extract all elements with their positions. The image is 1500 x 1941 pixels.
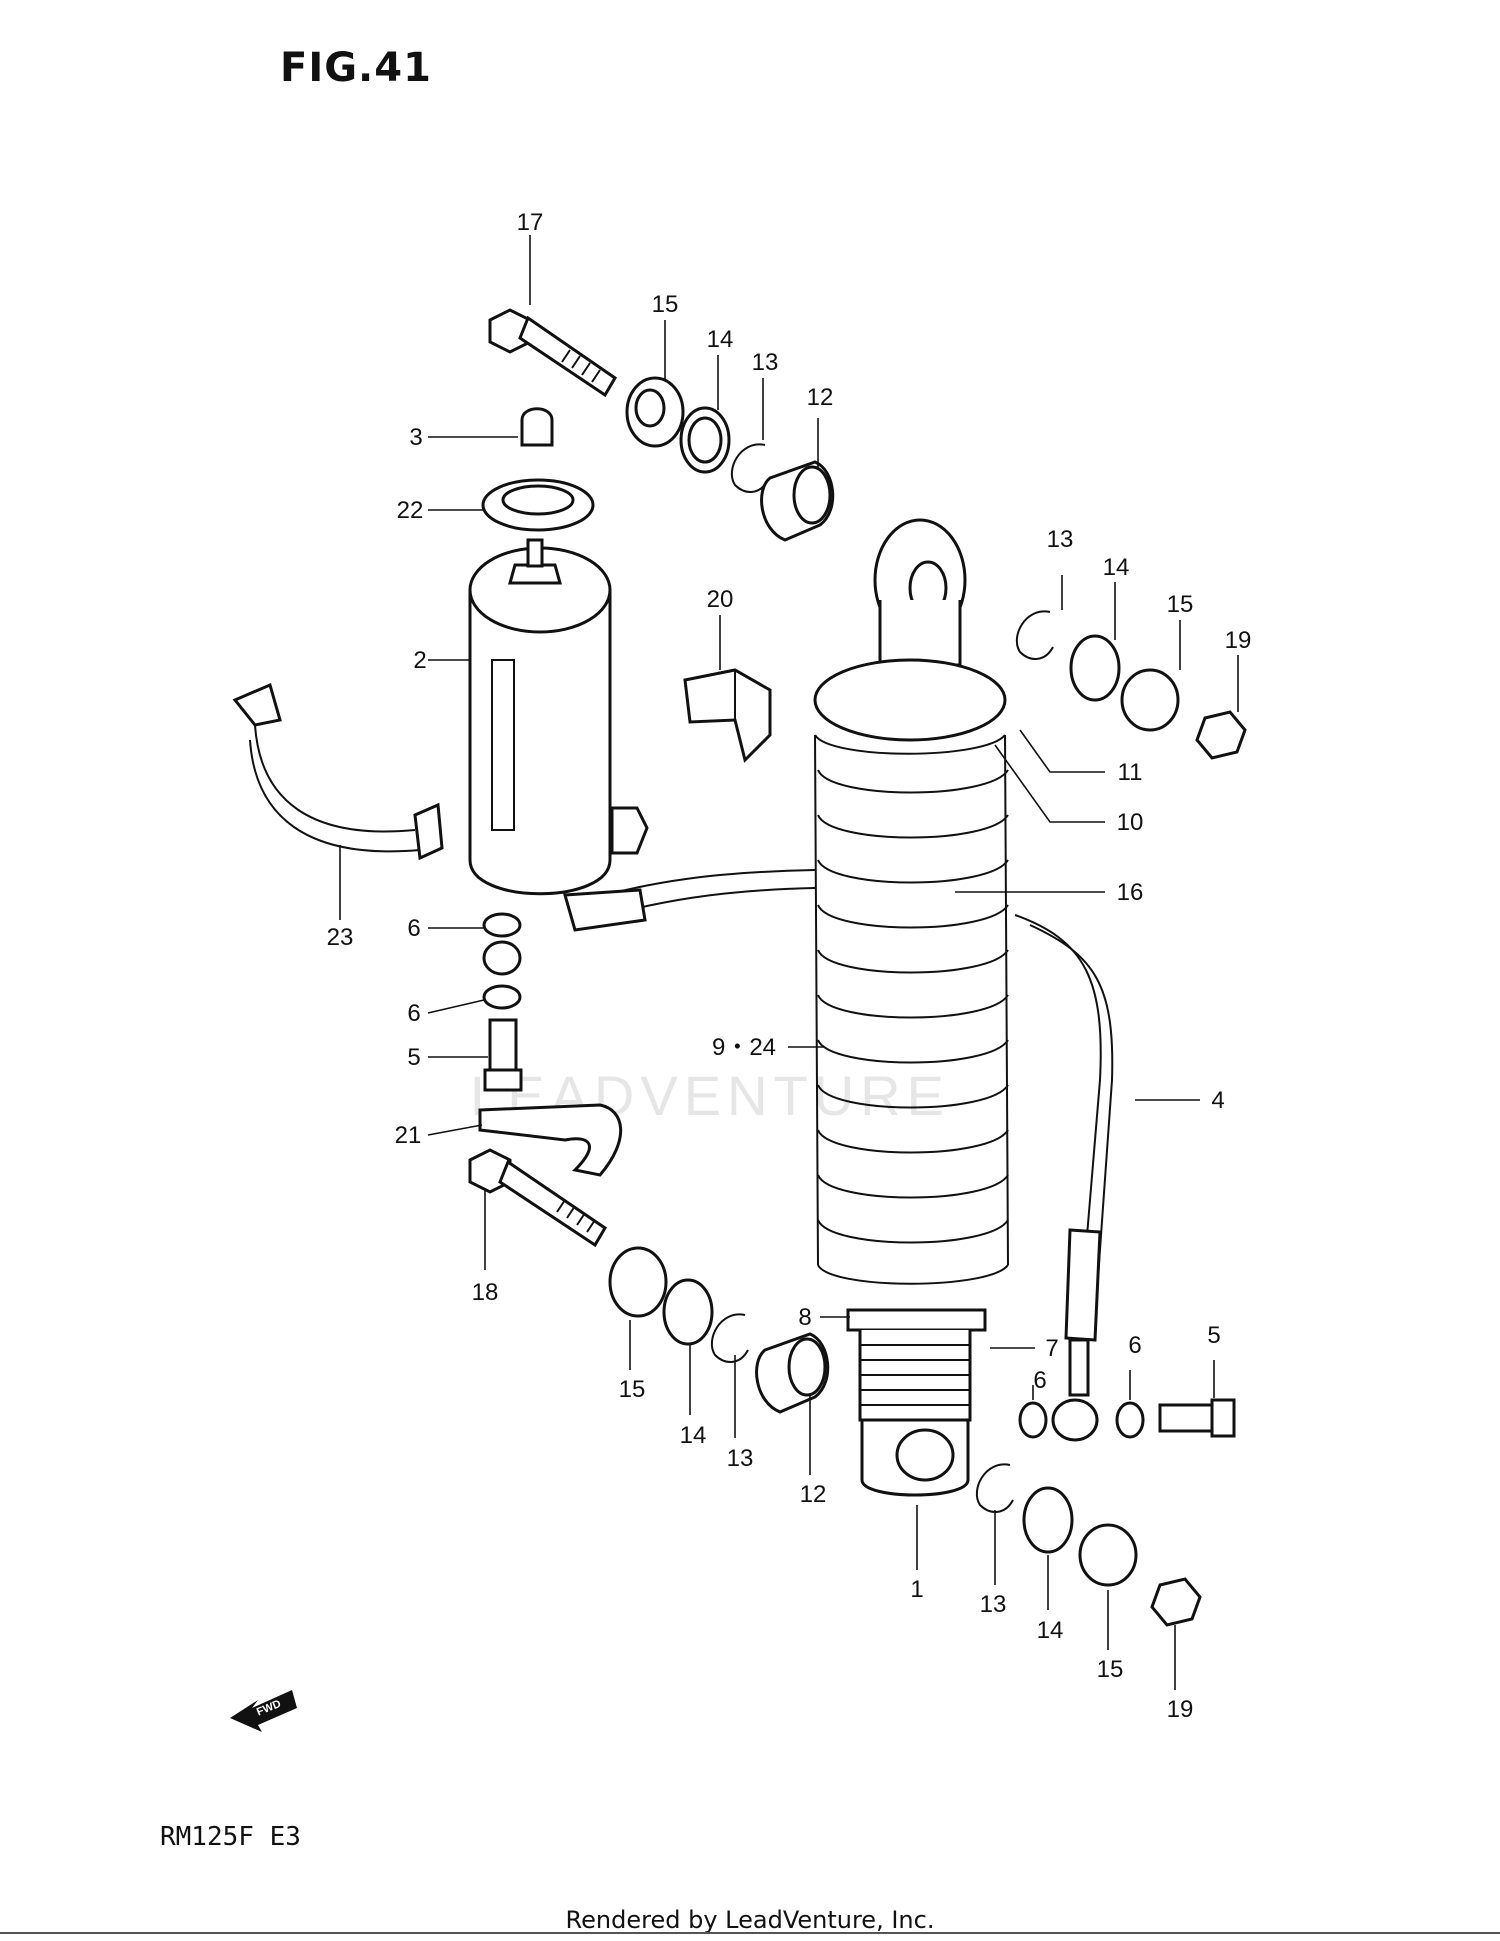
part-15-collar-left [608, 1246, 668, 1318]
footer-divider [0, 1932, 1500, 1934]
part-12-bushing-top [760, 460, 835, 542]
part-14-seal-right-top [1069, 634, 1121, 702]
callout-6-a: 6 [407, 915, 420, 942]
callout-4: 4 [1211, 1087, 1224, 1114]
part-13-circlip-left [710, 1313, 749, 1363]
part-19-nut-top [1195, 710, 1247, 760]
part-18-bolt [468, 1148, 608, 1248]
figure-title: FIG.41 [280, 45, 432, 91]
footer-credit: Rendered by LeadVenture, Inc. [565, 1906, 935, 1934]
part-5-bolt-right [1158, 1398, 1236, 1438]
callout-19: 19 [1225, 627, 1252, 654]
callout-13-right: 13 [1047, 526, 1074, 553]
part-6-washer-b [482, 984, 522, 1010]
callout-10: 10 [1117, 809, 1144, 836]
callout-15-left: 15 [619, 1376, 646, 1403]
callout-15: 15 [652, 291, 679, 318]
callout-12: 12 [807, 384, 834, 411]
part-6-washer-c [1018, 1401, 1048, 1439]
callout-11: 11 [1118, 759, 1143, 786]
model-code: RM125F E3 [160, 1822, 301, 1852]
part-13-circlip-top [730, 443, 769, 493]
part-21-bracket [478, 1103, 623, 1177]
callout-1: 1 [910, 1576, 923, 1603]
callout-14-bottom: 14 [1037, 1617, 1064, 1644]
callout-12-bottom: 12 [800, 1481, 827, 1508]
callout-6-d: 6 [1128, 1332, 1141, 1359]
callout-16: 16 [1117, 879, 1144, 906]
part-14-seal-left [662, 1278, 714, 1346]
callout-17: 17 [517, 209, 544, 236]
callout-3: 3 [409, 424, 422, 451]
callout-6-c: 6 [1033, 1367, 1046, 1394]
callout-15-right: 15 [1167, 591, 1194, 618]
callout-13-left: 13 [727, 1445, 754, 1472]
leader-lines [339, 235, 1239, 1690]
callout-6-b: 6 [407, 1000, 420, 1027]
part-14-seal-right-bottom [1022, 1486, 1074, 1554]
part-20-rubber [683, 668, 772, 763]
part-23-band [232, 682, 444, 861]
callout-13-bottom: 13 [980, 1591, 1007, 1618]
part-4-hose [1014, 914, 1102, 1321]
part-12-bushing-bottom [755, 1332, 830, 1414]
part-6-washer-d [1115, 1401, 1145, 1439]
part-13-circlip-right-top [1015, 610, 1054, 660]
part-6-washer-a [482, 912, 522, 938]
part-15-collar-right-top [1120, 668, 1180, 732]
callout-7: 7 [1045, 1335, 1058, 1362]
part-15-collar-right-bottom [1078, 1523, 1138, 1587]
part-3-valve-cap [520, 407, 554, 447]
part-15-collar-top [625, 376, 685, 448]
callout-14-left: 14 [680, 1422, 707, 1449]
fwd-arrow-icon: FWD [230, 1690, 297, 1732]
callout-9-24: 9・24 [712, 1034, 776, 1061]
part-banjo-fitting [482, 940, 522, 976]
callout-5-left: 5 [407, 1044, 420, 1071]
callout-2: 2 [413, 647, 426, 674]
part-13-circlip-right-bottom [975, 1463, 1014, 1513]
part-5-bolt-left [483, 1018, 523, 1092]
part-2-reservoir [468, 538, 649, 896]
callout-15-bottom: 15 [1097, 1656, 1124, 1683]
callout-14-right: 14 [1103, 554, 1130, 581]
part-1-shock-absorber [813, 518, 1009, 1497]
callout-14: 14 [707, 326, 734, 353]
callout-13: 13 [752, 349, 779, 376]
callout-labels: 17 15 14 13 12 3 22 2 20 23 13 14 15 19 … [327, 209, 1252, 1723]
callout-23: 23 [327, 924, 354, 951]
callout-8: 8 [798, 1304, 811, 1331]
part-19-nut-bottom [1150, 1577, 1202, 1627]
callout-22: 22 [397, 497, 424, 524]
callout-5-right: 5 [1207, 1322, 1220, 1349]
callout-20: 20 [707, 586, 734, 613]
part-17-bolt [488, 308, 618, 398]
part-22-washer [481, 478, 595, 532]
part-14-seal-top [679, 406, 731, 474]
callout-19-bottom: 19 [1167, 1696, 1194, 1723]
callout-18: 18 [472, 1279, 499, 1306]
hose-crimp-lower [1051, 1228, 1102, 1442]
callout-21: 21 [395, 1122, 422, 1149]
